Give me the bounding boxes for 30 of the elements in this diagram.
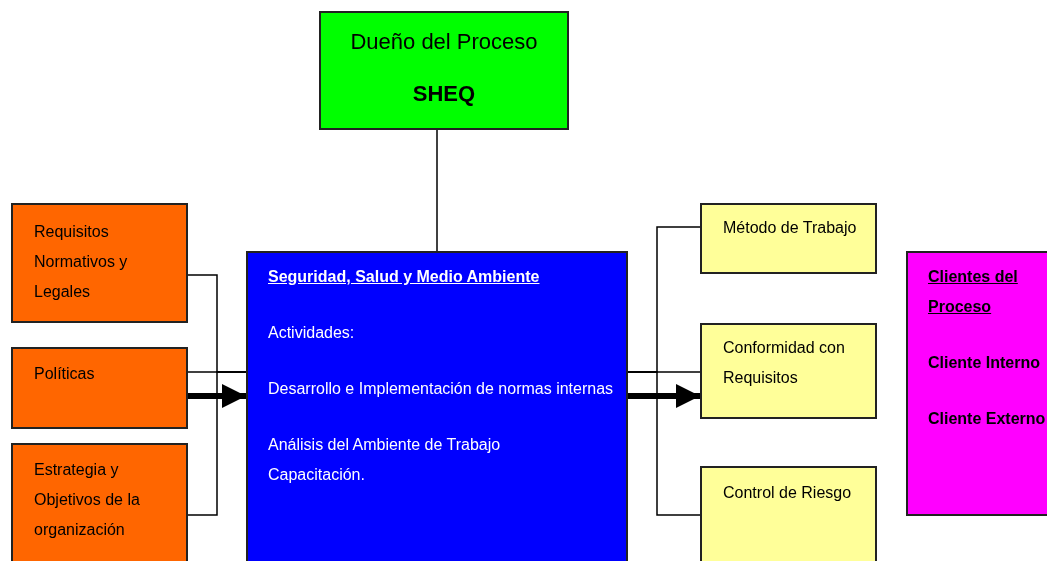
heading-text: Clientes del Proceso <box>928 267 1019 317</box>
output-box <box>700 466 877 561</box>
node-text: Requisitos Normativos y Legales <box>34 222 129 302</box>
node-text: Método de Trabajo <box>723 218 857 238</box>
node-text: SHEQ <box>412 80 476 108</box>
node-text: Dueño del Proceso <box>350 28 538 56</box>
node-text: Capacitación. <box>268 465 365 485</box>
node-text: Conformidad con Requisitos <box>723 338 846 388</box>
clients-box <box>906 251 1047 516</box>
input-box <box>11 347 188 429</box>
output-box <box>700 323 877 419</box>
node-text: Cliente Externo <box>928 409 1046 429</box>
process-box <box>246 251 628 561</box>
node-text: Control de Riesgo <box>723 483 852 503</box>
connector-line <box>187 371 247 516</box>
connector-line <box>627 371 701 516</box>
node-text: Estrategia y Objetivos de la organización <box>34 460 141 540</box>
node-text: Desarrollo e Implementación de normas internas <box>268 379 614 399</box>
node-text: Cliente Interno <box>928 353 1040 373</box>
output-box <box>700 203 877 274</box>
node-text: Análisis del Ambiente de Trabajo <box>268 435 501 455</box>
arrow <box>628 384 700 408</box>
node-text: Actividades: <box>268 323 355 343</box>
input-box <box>11 203 188 323</box>
input-box <box>11 443 188 561</box>
connector-line <box>436 129 438 252</box>
arrow <box>188 384 246 408</box>
owner-box <box>319 11 569 130</box>
node-text: Políticas <box>34 364 95 384</box>
heading-text: Seguridad, Salud y Medio Ambiente <box>268 267 540 287</box>
